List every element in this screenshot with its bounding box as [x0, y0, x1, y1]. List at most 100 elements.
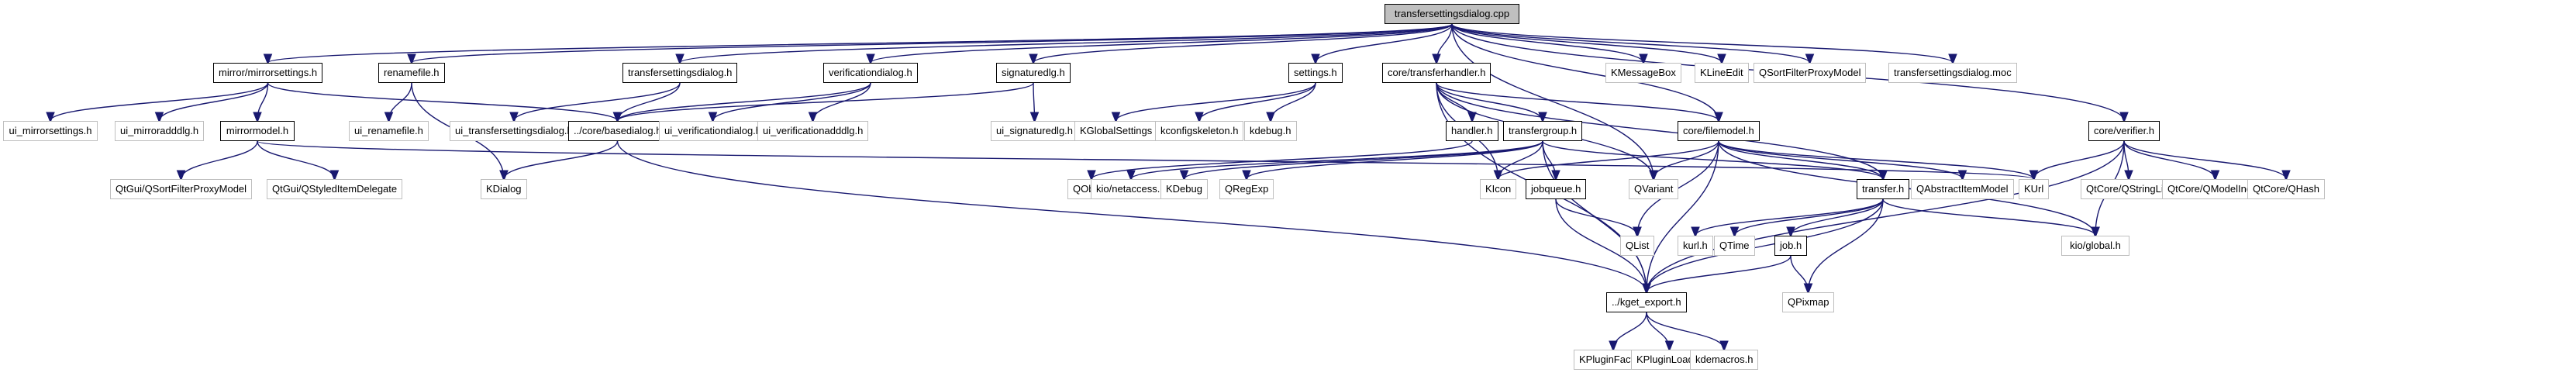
edge-verifier-to-kget_export [1647, 140, 2125, 292]
node-tsd-h[interactable]: transfersettingsdialog.h [622, 63, 738, 83]
edge-mirrormodel-to-kurl [257, 140, 2034, 179]
node-label: QSortFilterProxyModel [1759, 67, 1861, 78]
edge-filemodel-to-qvariant [1654, 140, 1719, 179]
node-kdemacros: kdemacros.h [1690, 350, 1759, 370]
edge-transfergroup-to-qregexp [1247, 140, 1543, 179]
node-label: core/filemodel.h [1683, 125, 1754, 136]
node-label: core/transferhandler.h [1388, 67, 1486, 78]
node-mirrormodel[interactable]: mirrormodel.h [220, 121, 295, 141]
node-klineedit: KLineEdit [1695, 63, 1749, 83]
node-kconfigskeleton: kconfigskeleton.h [1155, 121, 1244, 141]
edge-root-to-qsfpm [1451, 23, 1810, 63]
node-handler[interactable]: handler.h [1446, 121, 1498, 141]
node-label: kurl.h [1683, 240, 1708, 251]
node-label: QtGui/QSortFilterProxyModel [116, 183, 247, 195]
edge-transfer-to-qpixmap [1809, 198, 1884, 292]
edge-settings-to-kglobalsettings [1116, 82, 1316, 121]
edge-root-to-filemodel [1451, 23, 1719, 121]
edge-verificationdialog-to-ui_verificationadddlg [813, 82, 871, 121]
edge-verifier-to-qhash [2123, 140, 2286, 179]
node-jobqueue[interactable]: jobqueue.h [1526, 179, 1587, 199]
node-transfergroup[interactable]: transfergroup.h [1503, 121, 1583, 141]
node-label: ui_verificationadddlg.h [763, 125, 864, 136]
edge-filemodel-to-qabstractitemmodel [1718, 140, 1963, 179]
node-label: renamefile.h [384, 67, 440, 78]
node-label: transfersettingsdialog.h [628, 67, 733, 78]
node-ui-signaturedlg: ui_signaturedlg.h [991, 121, 1079, 141]
node-label: KIcon [1485, 183, 1512, 195]
node-basedialog[interactable]: ../core/basedialog.h [568, 121, 667, 141]
node-label: QRegExp [1225, 183, 1269, 195]
node-settings[interactable]: settings.h [1288, 63, 1343, 83]
edge-root-to-verificationdialog [871, 23, 1453, 63]
edge-root-to-moc [1451, 23, 1953, 63]
node-kget-export[interactable]: ../kget_export.h [1606, 292, 1687, 312]
node-verifier[interactable]: core/verifier.h [2088, 121, 2160, 141]
edge-verificationdialog-to-basedialog [618, 82, 871, 121]
node-signaturedlg[interactable]: signaturedlg.h [996, 63, 1071, 83]
node-ui-mirroradddlg: ui_mirroradddlg.h [115, 121, 205, 141]
node-qtgui-qsfpm: QtGui/QSortFilterProxyModel [110, 179, 253, 199]
node-mirrorsettings[interactable]: mirror/mirrorsettings.h [213, 63, 323, 83]
node-label: QtCore/QHash [2253, 183, 2319, 195]
node-label: QtCore/QModelIndex [2167, 183, 2263, 195]
node-qhash: QtCore/QHash [2247, 179, 2325, 199]
node-label: QList [1626, 240, 1650, 251]
edge-mirrorsettings-to-ui_mirroradddlg [160, 82, 269, 121]
edge-root-to-transferhandler [1436, 23, 1453, 63]
node-qtgui-qsid: QtGui/QStyledItemDelegate [267, 179, 403, 199]
node-moc: transfersettingsdialog.moc [1888, 63, 2017, 83]
node-label: KLineEdit [1700, 67, 1743, 78]
edge-renamefile-to-ui_renamefile [389, 82, 412, 121]
edge-filemodel-to-kget_export [1647, 140, 1719, 292]
edge-transferhandler-to-transfergroup [1436, 82, 1543, 121]
node-label: kdebug.h [1250, 125, 1291, 136]
node-verificationdialog[interactable]: verificationdialog.h [823, 63, 918, 83]
node-qsfpm: QSortFilterProxyModel [1754, 63, 1867, 83]
node-label: QPixmap [1788, 296, 1829, 308]
node-kdebug: KDebug [1160, 179, 1208, 199]
node-kdialog: KDialog [481, 179, 527, 199]
node-label: settings.h [1294, 67, 1337, 78]
node-label: job.h [1780, 240, 1802, 251]
node-ui-tsd: ui_transfersettingsdialog.h [450, 121, 578, 141]
edge-transferhandler-to-handler [1436, 82, 1472, 121]
edge-basedialog-to-kget_export [616, 140, 1647, 292]
edge-signaturedlg-to-ui_signaturedlg [1033, 82, 1035, 121]
edge-mirrorsettings-to-ui_mirrorsettings [50, 82, 269, 121]
node-ui-verificationdialog: ui_verificationdialog.h [659, 121, 767, 141]
node-label: transfer.h [1862, 183, 1905, 195]
node-label: QTime [1719, 240, 1750, 251]
node-filemodel[interactable]: core/filemodel.h [1678, 121, 1760, 141]
edge-jobqueue-to-kget_export [1555, 198, 1647, 292]
node-job[interactable]: job.h [1774, 236, 1808, 256]
node-kdebug-h: kdebug.h [1244, 121, 1297, 141]
edge-settings-to-kdebug_h [1271, 82, 1316, 121]
node-label: KDialog [486, 183, 522, 195]
node-transfer[interactable]: transfer.h [1857, 179, 1910, 199]
node-root[interactable]: transfersettingsdialog.cpp [1385, 4, 1519, 24]
node-label: kio/global.h [2070, 240, 2121, 251]
edge-root-to-settings [1316, 23, 1453, 63]
node-label: ../kget_export.h [1612, 296, 1681, 308]
edge-filemodel-to-transfer [1718, 140, 1883, 179]
edge-handler-to-qobject [1091, 140, 1473, 179]
node-renamefile[interactable]: renamefile.h [378, 63, 445, 83]
edge-transfer-to-kurl_h [1695, 198, 1884, 236]
edge-root-to-klineedit [1451, 23, 1722, 63]
edge-transfer-to-kget_export [1647, 198, 1884, 292]
edge-root-to-tsd_h [680, 23, 1453, 63]
node-label: ui_renamefile.h [354, 125, 423, 136]
node-qabstractitemmodel: QAbstractItemModel [1911, 179, 2014, 199]
edge-mirrormodel-to-qtgui_qsfpm [181, 140, 258, 179]
node-label: KGlobalSettings [1080, 125, 1153, 136]
node-kioglobal: kio/global.h [2061, 236, 2129, 256]
node-transferhandler[interactable]: core/transferhandler.h [1382, 63, 1491, 83]
node-label: mirrormodel.h [226, 125, 289, 136]
node-label: transfersettingsdialog.cpp [1394, 8, 1510, 19]
node-kicon: KIcon [1480, 179, 1517, 199]
edge-job-to-qpixmap [1790, 255, 1809, 292]
node-kmessagebox: KMessageBox [1605, 63, 1681, 83]
node-label: ui_verificationdialog.h [664, 125, 762, 136]
